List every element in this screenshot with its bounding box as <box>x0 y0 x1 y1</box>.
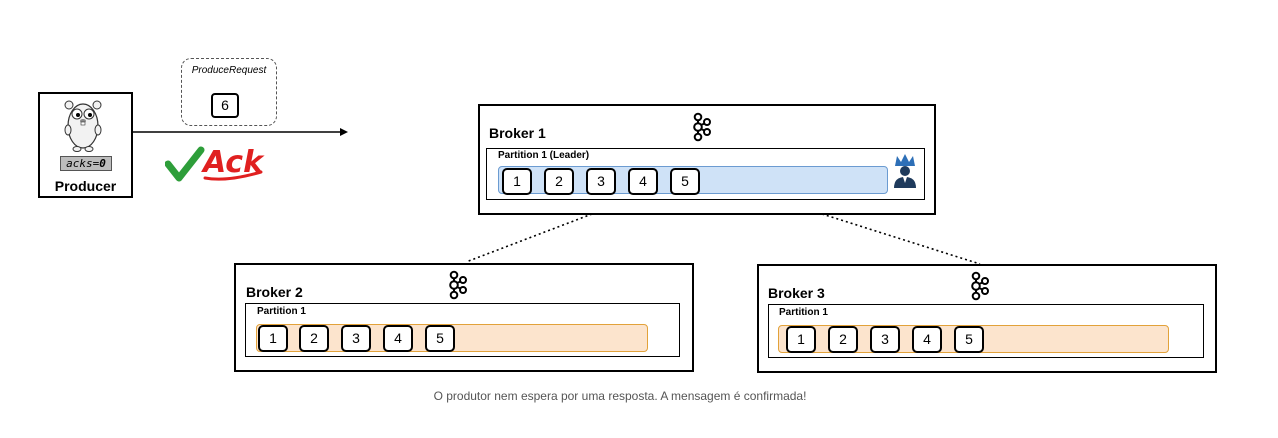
replication-line-broker-3 <box>821 213 981 265</box>
produce-request-box <box>181 58 277 126</box>
log-message: 2 <box>828 326 858 353</box>
log-message: 1 <box>258 325 288 352</box>
log-message: 3 <box>586 168 616 195</box>
kafka-logo-icon <box>693 112 711 142</box>
kafka-logo-icon <box>449 270 467 300</box>
broker-3-partition-title: Partition 1 <box>779 307 828 318</box>
log-message: 4 <box>912 326 942 353</box>
gopher-icon <box>64 100 102 152</box>
log-message: 4 <box>383 325 413 352</box>
kafka-logo-icon <box>971 271 989 301</box>
broker-2-title: Broker 2 <box>246 284 303 300</box>
acks-setting-tag: acks=0 <box>60 156 112 171</box>
leader-crown-icon <box>894 154 916 188</box>
log-message: 1 <box>502 168 532 195</box>
broker-1-partition-title: Partition 1 (Leader) <box>498 150 590 161</box>
produce-request-title: ProduceRequest <box>191 65 267 76</box>
log-message: 2 <box>544 168 574 195</box>
figure-caption: O produtor nem espera por uma resposta. … <box>433 389 807 403</box>
ack-underline <box>203 170 263 181</box>
request-message: 6 <box>211 93 239 118</box>
broker-2-partition-title: Partition 1 <box>257 306 306 317</box>
checkmark-icon <box>165 146 205 182</box>
log-message: 4 <box>628 168 658 195</box>
log-message: 3 <box>341 325 371 352</box>
producer-label: Producer <box>54 178 117 194</box>
log-message: 5 <box>670 168 700 195</box>
log-message: 3 <box>870 326 900 353</box>
log-message: 1 <box>786 326 816 353</box>
produce-arrow-head <box>340 128 348 136</box>
replication-line-broker-2 <box>465 213 593 263</box>
ack-graphic: Ack <box>165 145 265 182</box>
acks-key: acks= <box>66 157 100 170</box>
broker-1-title: Broker 1 <box>489 125 546 141</box>
log-message: 2 <box>299 325 329 352</box>
cropped-text-fragment <box>375 0 505 5</box>
log-message: 5 <box>425 325 455 352</box>
log-message: 5 <box>954 326 984 353</box>
acks-value: 0 <box>99 157 106 170</box>
broker-3-title: Broker 3 <box>768 285 825 301</box>
